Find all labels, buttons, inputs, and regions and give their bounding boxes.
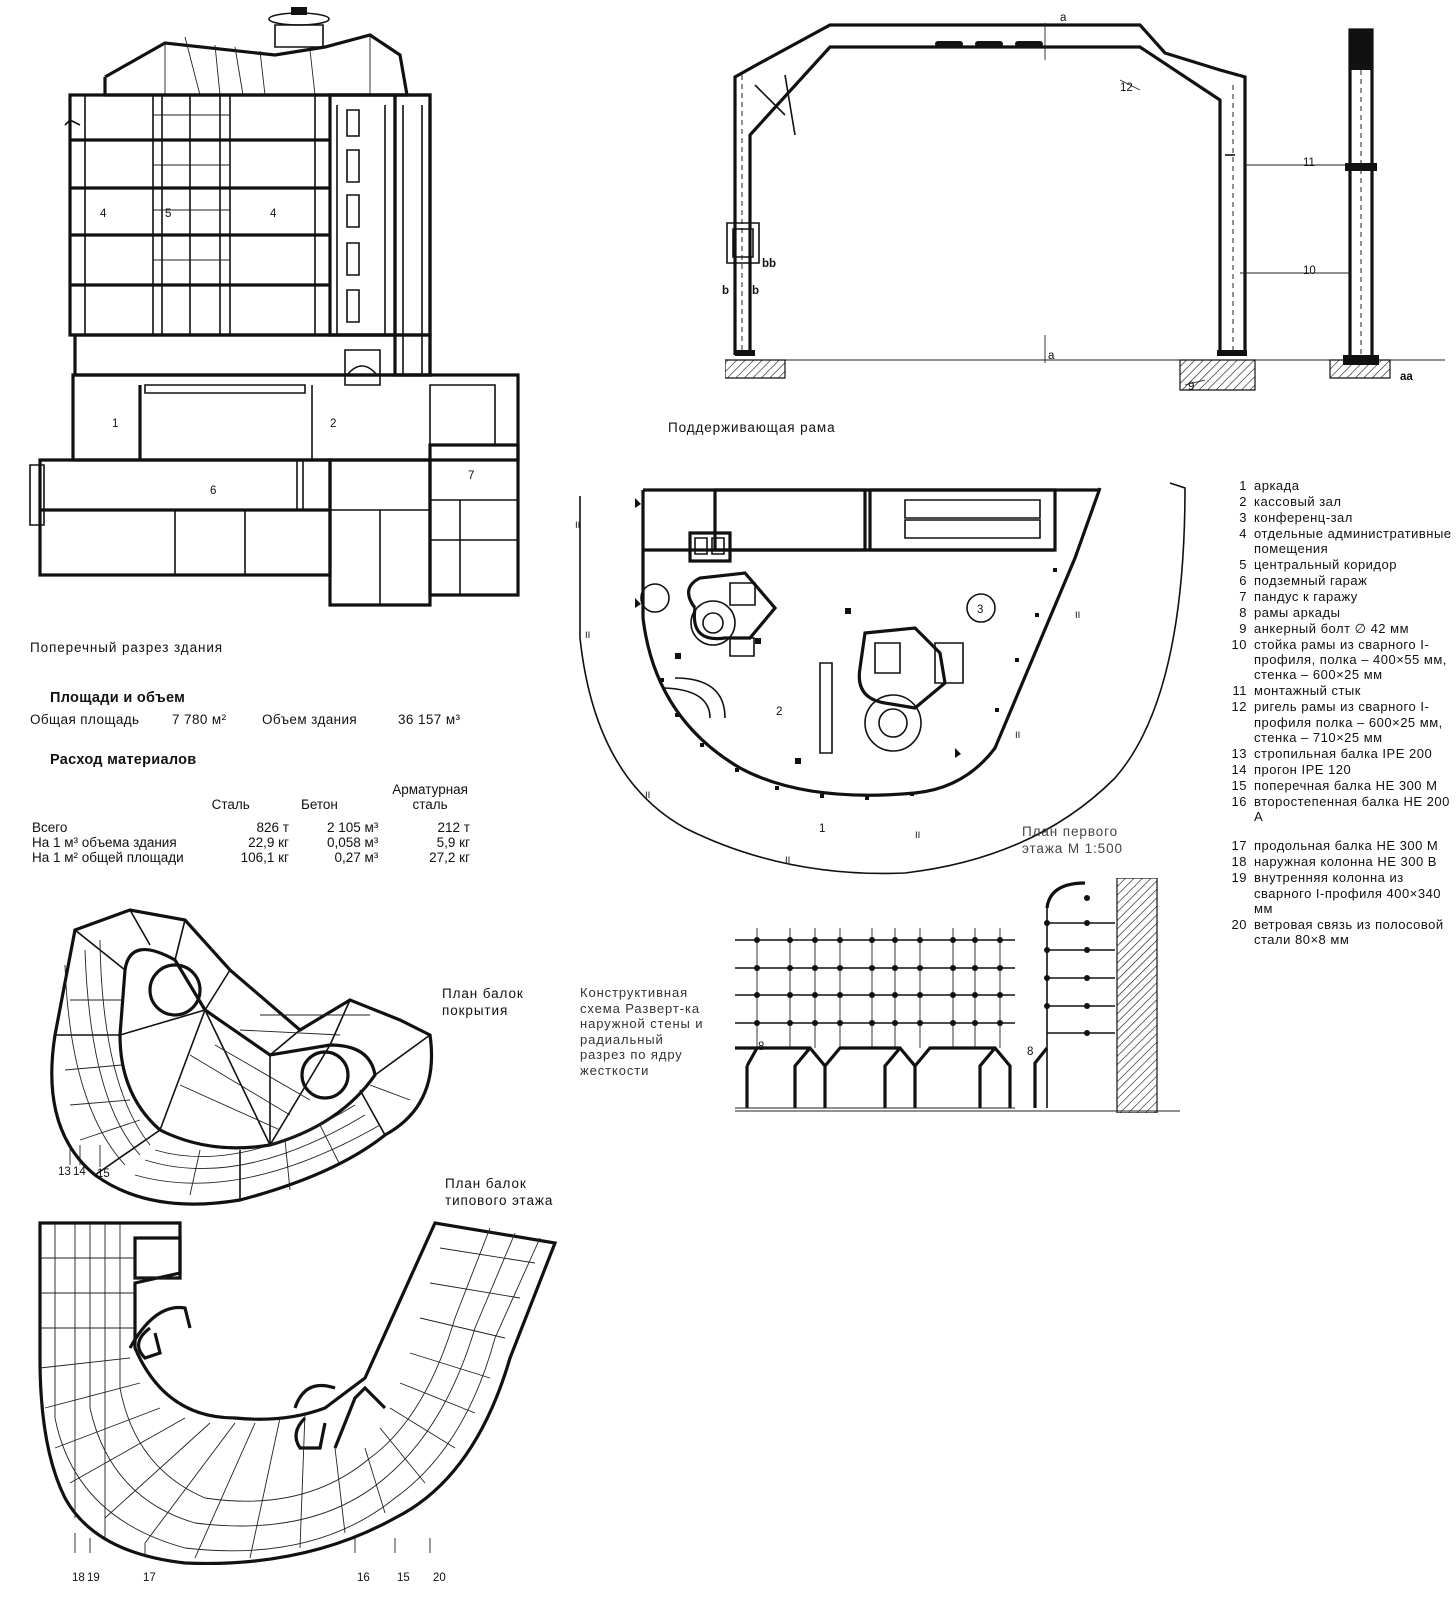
rebar-value: 5,9 кг xyxy=(436,835,470,850)
plan-label-1: 1 xyxy=(819,823,826,835)
frame-caption: Поддерживающая рама xyxy=(668,420,836,435)
frame-label-b-right: b xyxy=(752,285,760,297)
total-area-value: 7 780 м² xyxy=(172,712,227,727)
roof-beams-caption: План балок покрытия xyxy=(442,986,524,1018)
roof-beams-plan-drawing xyxy=(40,905,440,1225)
steel-value: 22,9 кг xyxy=(248,835,289,850)
materials-table: Сталь Бетон Арматурная сталь Всего 826 т… xyxy=(26,782,476,865)
frame-label-aa: aa xyxy=(1400,371,1413,383)
col-steel: Сталь xyxy=(211,797,250,812)
svg-text:II: II xyxy=(915,831,920,841)
beam-label-20: 20 xyxy=(433,1572,446,1584)
beam-label-16: 16 xyxy=(357,1572,370,1584)
table-row: На 1 м² общей площади 106,1 кг 0,27 м³ 2… xyxy=(26,850,476,865)
beam-label-17: 17 xyxy=(143,1572,156,1584)
row-label: Всего xyxy=(32,820,68,835)
scheme-label-8a: 8 xyxy=(758,1041,765,1053)
col-rebar: Арматурная сталь xyxy=(392,782,468,812)
svg-text:II: II xyxy=(1015,731,1020,741)
rebar-value: 27,2 кг xyxy=(429,850,470,865)
frame-label-12: 12 xyxy=(1120,82,1133,94)
support-frame-drawing xyxy=(725,15,1445,400)
section-caption: Поперечный разрез здания xyxy=(30,640,223,655)
materials-heading: Расход материалов xyxy=(50,752,197,768)
beam-label-18: 18 xyxy=(72,1572,85,1584)
plan-label-2: 2 xyxy=(776,706,783,718)
table-row: Всего 826 т 2 105 м³ 212 т xyxy=(26,812,476,835)
concrete-value: 0,27 м³ xyxy=(334,850,379,865)
svg-text:II: II xyxy=(575,521,580,531)
typical-floor-beams-caption: План балок типового этажа xyxy=(445,1176,554,1208)
ground-floor-plan-caption: План первого этажа М 1:500 xyxy=(1022,824,1123,856)
section-label-4b: 4 xyxy=(270,208,277,220)
section-label-1: 1 xyxy=(112,418,119,430)
total-area-label: Общая площадь xyxy=(30,712,140,727)
concrete-value: 2 105 м³ xyxy=(326,820,379,835)
typical-floor-beams-plan-drawing xyxy=(35,1218,575,1570)
ground-floor-plan-drawing: II II II II II II II xyxy=(575,478,1205,898)
volume-value: 36 157 м³ xyxy=(398,712,461,727)
beam-label-15: 15 xyxy=(97,1168,110,1180)
volume-label: Объем здания xyxy=(262,712,358,727)
cross-section-drawing xyxy=(25,7,530,625)
construction-scheme-drawing xyxy=(735,878,1205,1113)
areas-heading: Площади и объем xyxy=(50,690,186,706)
frame-label-11: 11 xyxy=(1303,157,1315,169)
scheme-label-8b: 8 xyxy=(1027,1046,1034,1058)
beam-label-14: 14 xyxy=(73,1166,86,1178)
frame-label-b-left: b xyxy=(722,285,730,297)
frame-label-bb: bb xyxy=(762,258,777,270)
svg-text:II: II xyxy=(585,631,590,641)
svg-text:II: II xyxy=(785,856,790,866)
beam-label-15b: 15 xyxy=(397,1572,410,1584)
col-concrete: Бетон xyxy=(300,797,338,812)
beam-label-13: 13 xyxy=(58,1166,71,1178)
rebar-value: 212 т xyxy=(437,820,470,835)
steel-value: 106,1 кг xyxy=(240,850,289,865)
row-label: На 1 м² общей площади xyxy=(32,850,184,865)
materials-header-row: Сталь Бетон Арматурная сталь xyxy=(26,782,476,812)
frame-label-a-bottom: a xyxy=(1048,350,1055,362)
svg-text:II: II xyxy=(1075,611,1080,621)
concrete-value: 0,058 м³ xyxy=(326,835,379,850)
frame-label-10: 10 xyxy=(1303,265,1316,277)
beam-label-19: 19 xyxy=(87,1572,100,1584)
section-label-2: 2 xyxy=(330,418,337,430)
steel-value: 826 т xyxy=(256,820,289,835)
frame-label-9: 9 xyxy=(1188,381,1195,393)
svg-text:II: II xyxy=(645,791,650,801)
frame-label-a-top: a xyxy=(1060,12,1067,24)
construction-scheme-caption: Конструктивная схема Разверт-ка наружной… xyxy=(580,985,704,1078)
section-label-6: 6 xyxy=(210,485,217,497)
row-label: На 1 м³ объема здания xyxy=(32,835,177,850)
plan-label-3: 3 xyxy=(977,604,984,616)
section-label-5: 5 xyxy=(165,208,172,220)
section-label-4a: 4 xyxy=(100,208,107,220)
section-label-7: 7 xyxy=(468,470,475,482)
table-row: На 1 м³ объема здания 22,9 кг 0,058 м³ 5… xyxy=(26,835,476,850)
